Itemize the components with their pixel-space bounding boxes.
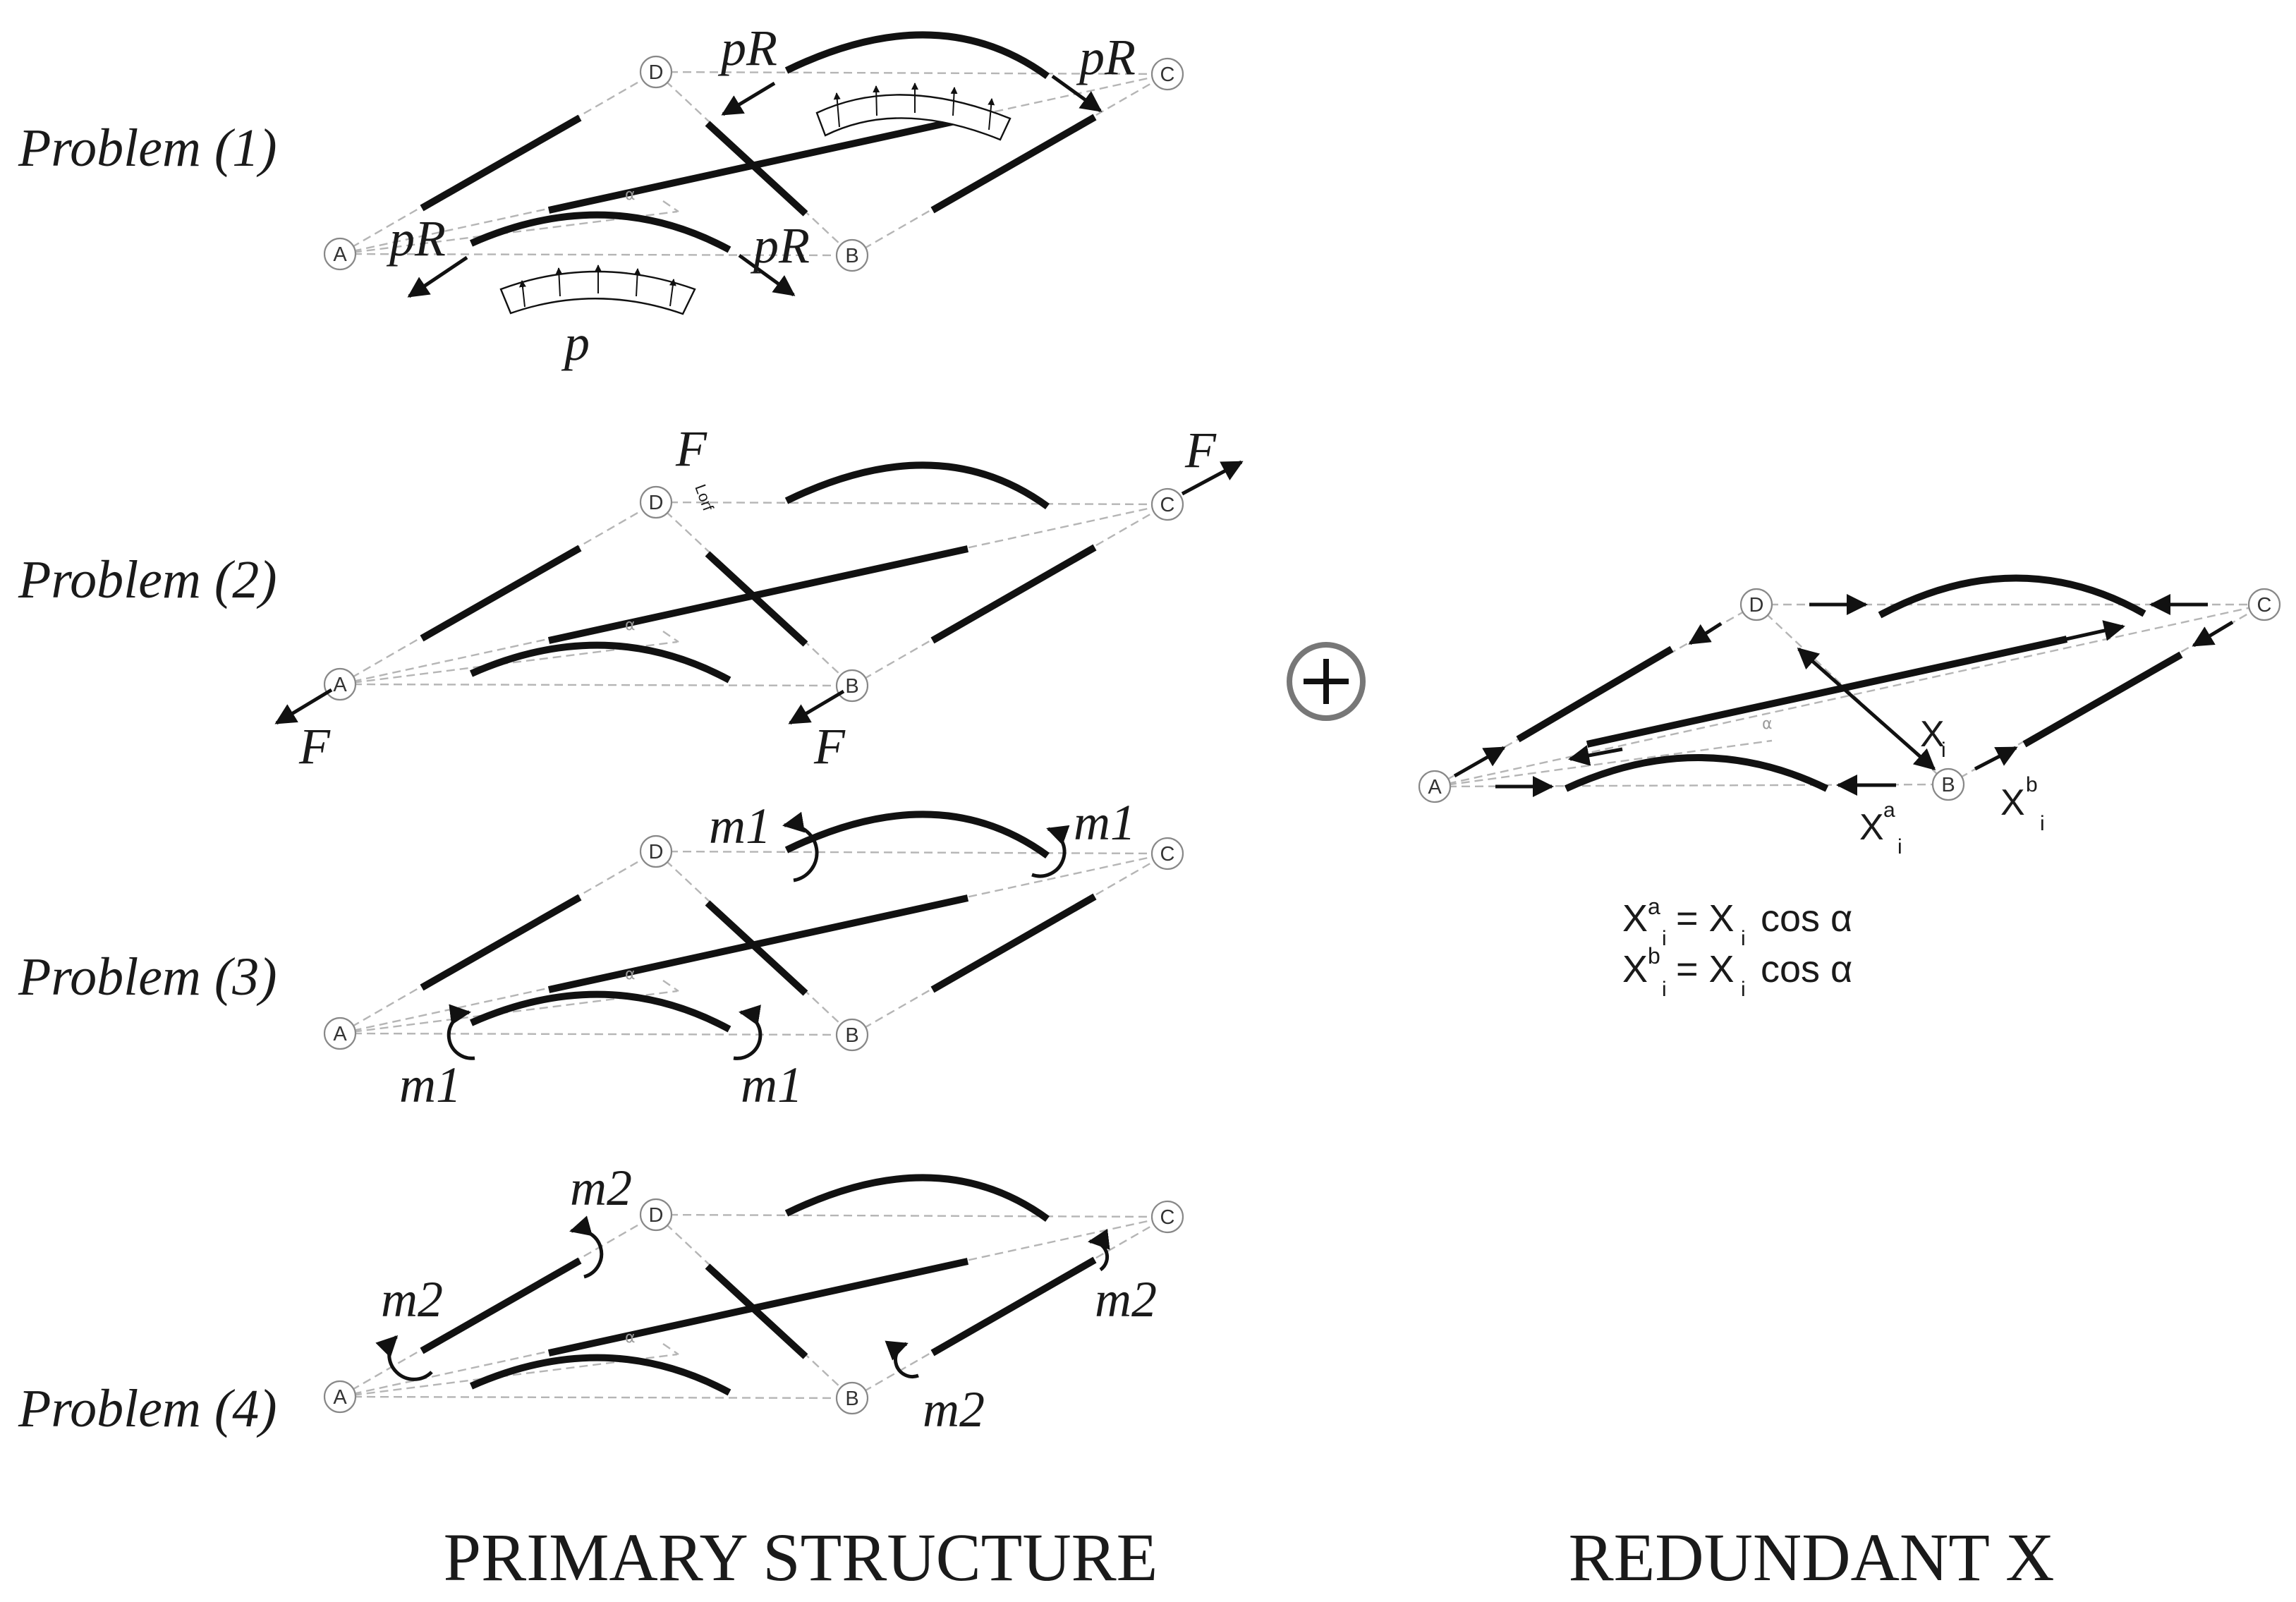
problem-2-label: Problem (2)	[18, 550, 277, 609]
svg-text:i: i	[1941, 739, 1946, 762]
moment-arrow-m2-upper-right	[1088, 1228, 1110, 1272]
superposition-plus-icon	[1287, 642, 1366, 721]
svg-text:= X: = X	[1676, 948, 1735, 990]
svg-text:X: X	[1622, 948, 1648, 990]
angle-label-1: α	[625, 186, 636, 204]
distributed-load-lower	[499, 265, 696, 315]
svg-text:i: i	[1741, 927, 1746, 950]
svg-text:a: a	[1648, 894, 1660, 919]
svg-text:B: B	[1941, 774, 1955, 796]
svg-text:i: i	[2040, 812, 2045, 835]
load-m1-1: m1	[709, 798, 771, 854]
svg-text:cos α: cos α	[1761, 897, 1852, 940]
svg-text:= X: = X	[1676, 897, 1735, 940]
label-Xi: X i	[1920, 714, 1946, 762]
problem-4-label: Problem (4)	[18, 1379, 277, 1438]
redundant-angle-label: α	[1762, 715, 1773, 733]
svg-text:X: X	[1920, 714, 1945, 755]
equation-1: X a i = X i cos α	[1622, 894, 1852, 950]
svg-text:C: C	[2257, 594, 2272, 617]
svg-text:A: A	[1428, 776, 1442, 799]
angle-label-2: α	[625, 617, 636, 634]
load-pR-2: pR	[1076, 29, 1136, 85]
caption-redundant-x: REDUNDANT X	[1569, 1519, 2055, 1595]
force-arrow-F-B	[788, 689, 845, 725]
svg-text:D: D	[1749, 594, 1764, 617]
problem-3-label: Problem (3)	[18, 947, 277, 1007]
load-m2-2: m2	[381, 1271, 443, 1328]
problem-4: Problem (4) α m2 m2 m2 m2	[18, 1160, 1183, 1438]
svg-text:b: b	[1648, 943, 1660, 969]
moment-arrow-m1-top-left	[782, 811, 819, 882]
redundant-node-D: D	[1739, 588, 1773, 621]
load-pR-4: pR	[750, 217, 810, 274]
svg-text:X: X	[1859, 807, 1884, 848]
force-arrow-pR-B	[738, 253, 796, 297]
problem-1: Problem (1) α pR pR pR pR	[18, 20, 1183, 371]
moment-arrow-m1-top-right	[1031, 825, 1070, 878]
load-F-B: F	[813, 718, 846, 775]
moment-arrow-m1-bottom-left	[447, 1004, 475, 1060]
svg-text:cos α: cos α	[1761, 948, 1852, 990]
redundant-structure: A B C D α X i X a i X b i	[1418, 574, 2281, 1001]
moment-arrow-m2-lower-right	[885, 1340, 919, 1379]
moment-arrow-m2-upper-left	[569, 1215, 604, 1279]
svg-text:b: b	[2026, 773, 2038, 796]
redundant-node-B: B	[1931, 767, 1965, 801]
angle-label-3: α	[625, 966, 636, 983]
load-pR-3: pR	[386, 210, 446, 267]
load-F-D: F	[675, 420, 707, 477]
angle-label-4: α	[625, 1329, 636, 1347]
redundant-members	[1516, 574, 2183, 792]
problem-3: Problem (3) α m1 m1 m1 m1	[18, 794, 1183, 1113]
force-arrow-pR-A	[407, 255, 468, 298]
problem-2: Problem (2) α F F F F Lorf	[18, 420, 1244, 775]
load-m2-4: m2	[923, 1381, 985, 1438]
problem-1-label: Problem (1)	[18, 119, 277, 178]
redundant-force-arrows	[1453, 594, 2234, 797]
force-arrow-F-A	[274, 688, 333, 725]
svg-text:X: X	[1622, 897, 1648, 940]
load-m1-3: m1	[399, 1057, 461, 1113]
redundant-node-C: C	[2247, 588, 2281, 621]
moment-arrow-m2-lower-left	[375, 1335, 433, 1381]
note-lorf: Lorf	[691, 482, 717, 514]
svg-text:X: X	[2000, 782, 2025, 823]
equation-2: X b i = X i cos α	[1622, 943, 1852, 1001]
force-arrow-pR-C	[1051, 74, 1103, 113]
caption-primary-structure: PRIMARY STRUCTURE	[444, 1519, 1158, 1595]
load-m1-2: m1	[1074, 794, 1136, 851]
svg-text:i: i	[1897, 835, 1902, 858]
redundant-node-A: A	[1418, 770, 1452, 803]
force-arrow-F-C	[1181, 460, 1244, 496]
moment-arrow-m1-bottom-right	[733, 1005, 763, 1060]
label-Xa-i: X a i	[1859, 799, 1902, 858]
force-arrow-pR-D	[721, 81, 776, 116]
load-m2-1: m2	[570, 1160, 632, 1216]
load-F-C: F	[1184, 422, 1217, 478]
svg-text:a: a	[1883, 799, 1895, 822]
svg-text:i: i	[1662, 978, 1667, 1001]
load-pR-1: pR	[717, 20, 777, 76]
load-m2-3: m2	[1095, 1271, 1157, 1328]
svg-text:i: i	[1741, 978, 1746, 1001]
svg-text:i: i	[1662, 927, 1667, 950]
load-p: p	[561, 315, 590, 371]
load-m1-4: m1	[741, 1057, 803, 1113]
load-F-A: F	[298, 718, 331, 775]
label-Xb-i: X b i	[2000, 773, 2045, 835]
distributed-load-upper	[815, 83, 1012, 141]
